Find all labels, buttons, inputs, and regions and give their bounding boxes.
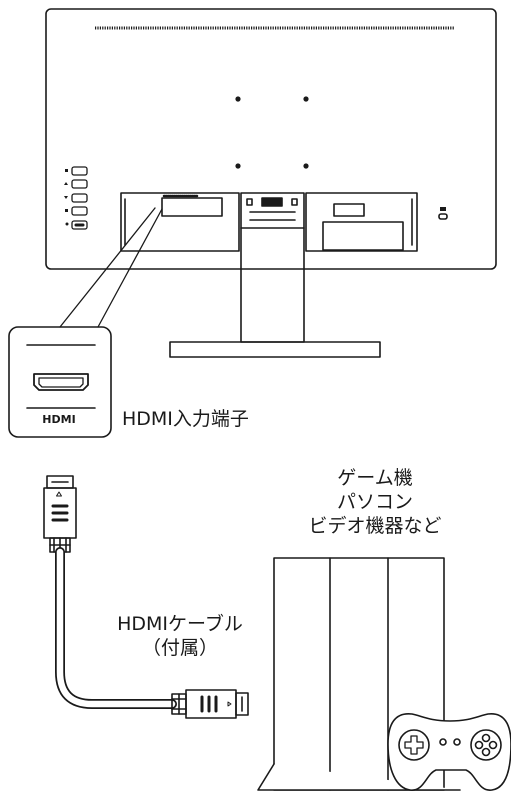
device-video-equipment: ビデオ機器など [308,515,442,537]
hdmi-port-slot [161,197,223,217]
hdmi-cable-included: （付属） [141,637,218,659]
power-connector [438,207,448,220]
vesa-holes [235,96,309,169]
hdmi-plug-right [171,689,249,719]
device-pc: パソコン [336,491,413,513]
hdmi-port-icon [33,373,89,391]
hdmi-cable [43,475,249,719]
zoom-callout-lines [59,207,163,328]
control-buttons [64,166,88,230]
device-game-console: ゲーム機 [337,467,413,489]
hdmi-cable-label: HDMIケーブル （付属） [80,612,280,660]
hdmi-plug-top [43,475,77,553]
connector-panel-right [305,192,418,252]
monitor-stand [169,227,381,358]
connector-panel-left [120,192,240,252]
hdmi-input-port-label: HDMI入力端子 [122,408,249,430]
hdmi-port-zoom-box [8,326,112,438]
monitor-rear [45,8,497,270]
gamepad-icon [387,713,511,791]
device-list-label: ゲーム機 パソコン ビデオ機器など [270,466,480,538]
hdmi-cable-name: HDMIケーブル [117,613,243,635]
hdmi-port-caption: HDMI [42,413,76,426]
stand-mount [240,192,305,229]
